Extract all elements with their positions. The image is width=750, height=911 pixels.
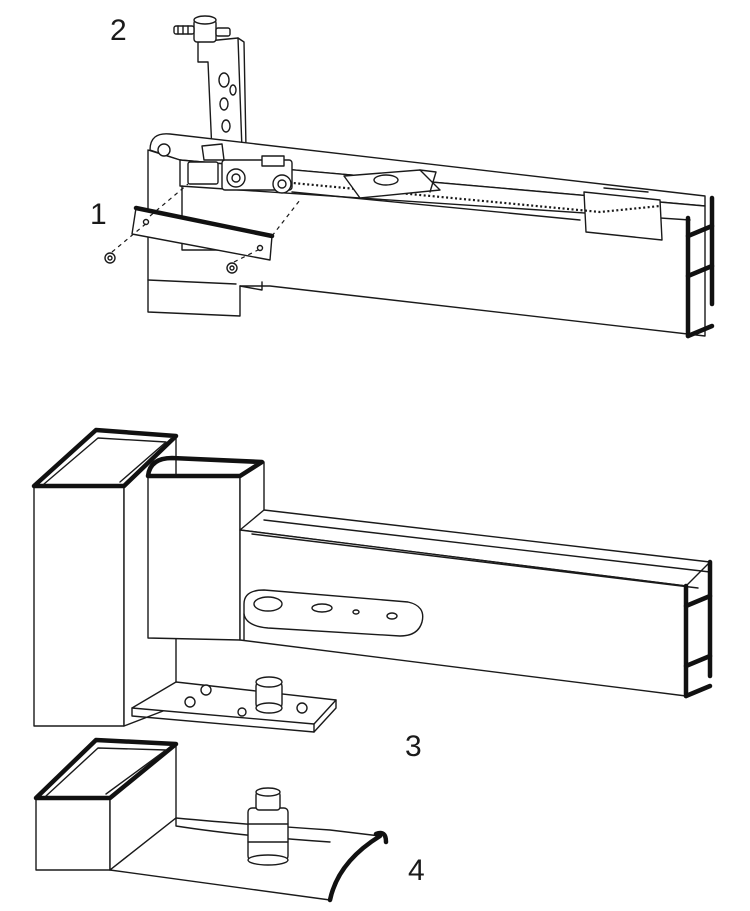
callout-2: 2 [110, 14, 127, 47]
closer-body [147, 133, 715, 339]
callout-3: 3 [405, 730, 422, 763]
bottom-door-assembly [31, 427, 713, 903]
floor-spring-base [33, 737, 389, 903]
callout-1: 1 [90, 198, 107, 231]
mounting-bracket [173, 15, 247, 153]
top-rail [145, 455, 713, 699]
cover-plate [104, 183, 301, 274]
callout-4: 4 [408, 854, 425, 887]
top-closer-assembly [104, 15, 715, 339]
pivot-plate [131, 676, 337, 733]
